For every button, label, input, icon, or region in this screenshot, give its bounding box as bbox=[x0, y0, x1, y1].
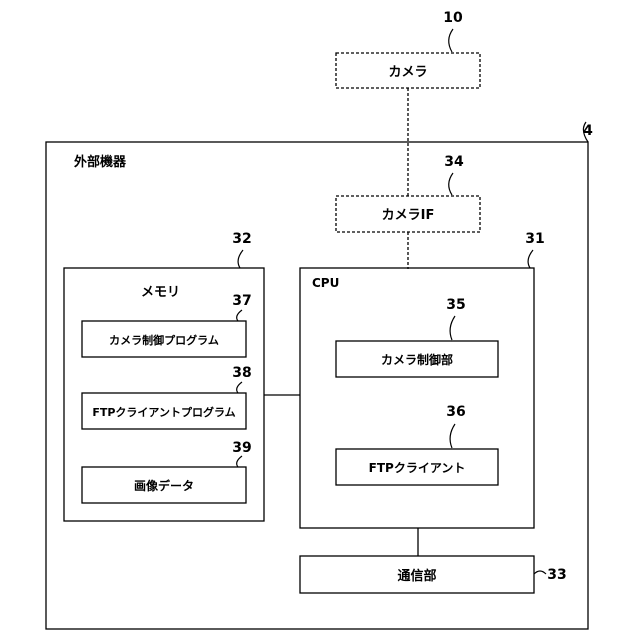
comm-unit-label: 通信部 bbox=[397, 568, 436, 584]
cpu-ref-leader bbox=[528, 250, 533, 268]
camera-control-unit-label: カメラ制御部 bbox=[381, 352, 453, 367]
camera-control-program-label: カメラ制御プログラム bbox=[109, 333, 219, 347]
cpu-ref: 31 bbox=[525, 231, 544, 247]
cpu-box bbox=[300, 268, 534, 528]
image-data-ref-leader bbox=[237, 456, 242, 467]
camera-if-label: カメラIF bbox=[382, 208, 435, 223]
camera-control-unit-ref-leader bbox=[450, 316, 455, 340]
camera-ref: 10 bbox=[443, 10, 463, 26]
comm-unit-ref: 33 bbox=[547, 567, 566, 583]
ftp-client-label: FTPクライアント bbox=[369, 461, 466, 475]
image-data-ref: 39 bbox=[232, 440, 251, 456]
cpu-label: CPU bbox=[312, 276, 339, 290]
camera-if-ref: 34 bbox=[444, 154, 464, 170]
ftp-client-ref: 36 bbox=[446, 404, 465, 420]
ftp-client-program-ref: 38 bbox=[232, 365, 251, 381]
camera-control-unit-ref: 35 bbox=[446, 297, 465, 313]
memory-label: メモリ bbox=[141, 285, 180, 300]
image-data-label: 画像データ bbox=[134, 478, 194, 493]
camera-ref-leader bbox=[449, 29, 453, 52]
ftp-client-program-ref-leader bbox=[237, 382, 242, 393]
memory-ref-leader bbox=[238, 250, 243, 268]
camera-label: カメラ bbox=[388, 65, 427, 80]
memory-ref: 32 bbox=[232, 231, 251, 247]
camera-if-ref-leader bbox=[449, 173, 453, 195]
camera-control-program-ref-leader bbox=[237, 310, 242, 321]
ftp-client-ref-leader bbox=[450, 424, 455, 448]
comm-unit-ref-leader bbox=[534, 571, 546, 574]
ftp-client-program-label: FTPクライアントプログラム bbox=[92, 405, 235, 419]
camera-control-program-ref: 37 bbox=[232, 293, 251, 309]
external-device-label: 外部機器 bbox=[73, 154, 127, 170]
